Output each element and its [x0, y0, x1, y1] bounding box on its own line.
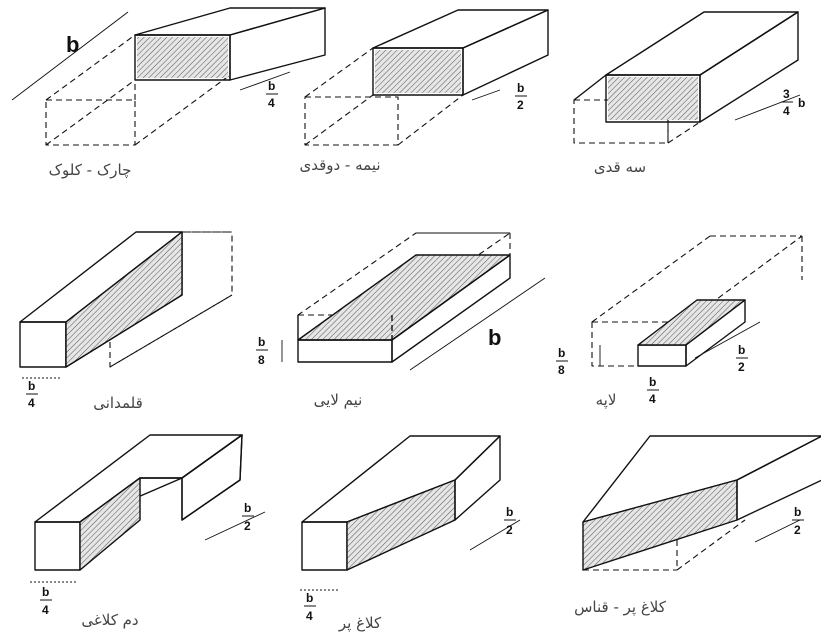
dim-panel1: b 4: [266, 79, 278, 110]
dim-numerator: b: [517, 81, 524, 95]
dim-denominator: 2: [794, 523, 801, 537]
dim-numerator: b: [794, 505, 801, 519]
dim-text: b: [798, 96, 805, 110]
labels: b b b 4 b 2 3 4 b b 4 b: [26, 32, 805, 633]
dim-panel3: 3 4 b: [781, 87, 805, 118]
dim-denominator: 4: [783, 104, 790, 118]
dim-numerator: b: [244, 501, 251, 515]
caption-panel6: لاپه: [596, 391, 617, 410]
brick-skewed: [582, 435, 821, 571]
brick-split: [281, 232, 546, 371]
brick-three-quarter: [573, 11, 801, 144]
brick-strip: [591, 235, 803, 367]
caption-panel5: نیم لایی: [314, 391, 363, 409]
dim-panel8: b 2 b 4: [304, 505, 516, 623]
dim-denominator: 2: [506, 523, 513, 537]
brick-dovetail: [30, 434, 266, 583]
caption-panel7: دم کلاغی: [81, 611, 138, 629]
dim-numerator: b: [268, 79, 275, 93]
dim-denominator: 2: [738, 360, 745, 374]
dim-denominator: 8: [558, 363, 565, 377]
dim-numerator: b: [28, 379, 35, 393]
caption-panel8: کلاغ پر: [338, 614, 382, 633]
dim-denominator: 2: [517, 98, 524, 112]
brick-half: [304, 9, 549, 146]
dim-numerator: b: [306, 591, 313, 605]
b-label: b: [488, 325, 501, 350]
dim-denominator: 2: [244, 519, 251, 533]
dim-denominator: 4: [28, 396, 35, 410]
dim-numerator: b: [738, 343, 745, 357]
caption-panel1: چارک - کلوک: [49, 161, 132, 179]
dim-panel5: b 8: [256, 335, 268, 367]
caption-panel3: سه قدی: [594, 158, 646, 176]
dim-panel2: b 2: [515, 81, 527, 112]
dim-panel9: b 2: [792, 505, 804, 537]
dim-denominator: 4: [42, 603, 49, 617]
dim-numerator: b: [558, 346, 565, 360]
caption-panel2: نیمه - دوقدی: [299, 156, 380, 174]
dim-panel4: b 4: [26, 379, 38, 410]
dim-panel6: b 8 b 2 b 4: [556, 343, 748, 406]
dim-denominator: 4: [306, 609, 313, 623]
caption-panel9: کلاغ پر - قناس: [574, 598, 667, 617]
dim-denominator: 4: [268, 96, 275, 110]
brick-diagonal: [300, 435, 521, 591]
dim-numerator: b: [258, 335, 265, 349]
b-label: b: [66, 32, 79, 57]
dim-panel7: b 2 b 4: [40, 501, 254, 617]
dim-numerator: 3: [783, 87, 790, 101]
dim-numerator: b: [42, 585, 49, 599]
dim-numerator: b: [506, 505, 513, 519]
dim-denominator: 4: [649, 392, 656, 406]
caption-panel4: قلمدانی: [93, 394, 143, 412]
brick-lengthwise: [19, 231, 233, 379]
dim-denominator: 8: [258, 353, 265, 367]
brick-quarter: [11, 7, 326, 146]
dim-numerator: b: [649, 375, 656, 389]
